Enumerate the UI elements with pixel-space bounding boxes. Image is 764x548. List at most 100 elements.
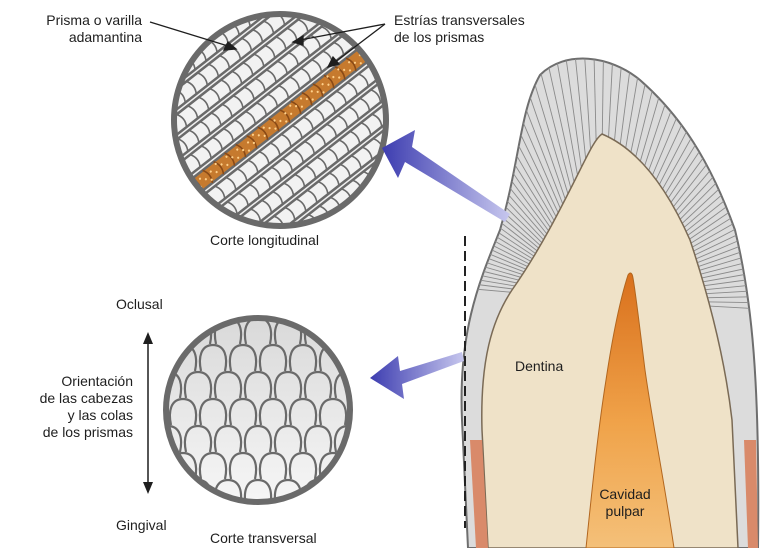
- cross-striation: [144, 139, 156, 153]
- cross-striation: [354, 203, 366, 217]
- label-transverse-section: Corte transversal: [210, 530, 317, 547]
- rod-texture-dot: [374, 39, 377, 42]
- occlusal-gingival-arrow: [143, 332, 153, 494]
- prism-keyhole: [350, 345, 376, 371]
- pointer-arrow-transverse: [370, 352, 464, 399]
- prism-keyhole: [335, 318, 361, 344]
- label-orientation-line-3: y las colas: [0, 407, 133, 424]
- cross-striation: [356, 24, 368, 38]
- cross-striation: [343, 8, 355, 22]
- cross-striation: [195, 23, 207, 37]
- label-pulp-line-1: Cavidad: [588, 486, 662, 503]
- cross-striation: [417, 103, 429, 117]
- label-enamel-rod-line-2: adamantina: [0, 29, 142, 46]
- cross-striation: [262, 0, 274, 9]
- label-pulp-line-2: pulpar: [588, 503, 662, 520]
- rod-texture-dot: [183, 192, 186, 195]
- cross-striation: [181, 186, 193, 200]
- cross-striation: [217, 5, 229, 19]
- label-pulp-cavity: Cavidad pulpar: [588, 486, 662, 520]
- prism-keyhole: [155, 480, 181, 506]
- cross-striation: [239, 0, 251, 2]
- cross-striation: [242, 265, 254, 279]
- cross-striation: [332, 220, 344, 234]
- cross-striation: [253, 256, 265, 270]
- cross-striation: [442, 134, 454, 148]
- cross-striation: [142, 114, 154, 128]
- rod-texture-dot: [380, 39, 383, 42]
- cross-striation: [254, 281, 266, 295]
- cross-striation: [321, 229, 333, 243]
- label-prism-orientation: Orientación de las cabezas y las colas d…: [0, 373, 133, 441]
- rod-texture-dot: [177, 191, 180, 194]
- cross-striation: [431, 143, 443, 157]
- cross-striation: [107, 91, 119, 105]
- label-cross-striations: Estrías transversales de los prismas: [394, 12, 525, 46]
- prism-keyhole: [155, 318, 181, 344]
- cross-striation: [368, 40, 380, 54]
- label-orientation-line-1: Orientación: [0, 373, 133, 390]
- rod-texture-dot: [363, 46, 366, 49]
- cross-striation: [265, 272, 277, 286]
- cross-striation: [273, 0, 285, 1]
- cross-striation: [131, 123, 143, 137]
- cross-striation: [230, 249, 242, 263]
- cross-striation: [430, 118, 442, 132]
- cross-striation: [395, 120, 407, 134]
- cross-striation: [206, 14, 218, 28]
- cross-striation: [380, 55, 392, 69]
- label-dentin: Dentina: [515, 358, 563, 375]
- cross-striation: [130, 99, 142, 113]
- cross-striation: [393, 71, 405, 85]
- label-orientation-line-2: de las cabezas: [0, 390, 133, 407]
- cross-striation: [228, 0, 240, 11]
- transverse-section-view: [155, 318, 376, 506]
- cross-striation: [119, 107, 131, 121]
- rod-texture-dot: [188, 184, 191, 187]
- cross-striation: [153, 106, 165, 120]
- cross-striation: [140, 66, 152, 80]
- rod-texture-dot: [369, 46, 372, 49]
- prism-keyhole: [350, 453, 376, 479]
- label-occlusal: Oclusal: [116, 296, 163, 313]
- cross-striation: [365, 194, 377, 208]
- cross-striation: [162, 48, 174, 62]
- cross-striation: [129, 74, 141, 88]
- cross-striation: [193, 202, 205, 216]
- cross-striation: [118, 83, 130, 97]
- cross-striation: [155, 130, 167, 144]
- prism-keyhole: [335, 480, 361, 506]
- cross-striation: [406, 111, 418, 125]
- cross-striation: [405, 87, 417, 101]
- label-longitudinal-section: Corte longitudinal: [210, 232, 319, 249]
- label-cross-striations-line-1: Estrías transversales: [394, 12, 525, 29]
- label-orientation-line-4: de los prismas: [0, 424, 133, 441]
- cross-striation: [297, 0, 309, 8]
- rod-texture-dot: [375, 47, 378, 50]
- cross-striation: [264, 248, 276, 262]
- label-enamel-rod: Prisma o varilla adamantina: [0, 12, 142, 46]
- prism-keyhole: [350, 399, 376, 425]
- cross-striation: [343, 212, 355, 226]
- cross-striation: [205, 218, 217, 232]
- cross-striation: [141, 90, 153, 104]
- cross-striation: [156, 155, 168, 169]
- cross-striation: [168, 170, 180, 184]
- cross-striation: [152, 81, 164, 95]
- rod-texture-dot: [189, 192, 192, 195]
- pointer-arrow-longitudinal: [382, 130, 510, 222]
- cross-striation: [387, 177, 399, 191]
- cross-striation: [419, 127, 431, 141]
- cross-striation: [320, 1, 332, 15]
- cross-striation: [151, 57, 163, 71]
- cross-striation: [276, 263, 288, 277]
- cross-striation: [394, 95, 406, 109]
- label-enamel-rod-line-1: Prisma o varilla: [0, 12, 142, 29]
- cross-striation: [287, 255, 299, 269]
- label-gingival: Gingival: [116, 517, 167, 534]
- label-cross-striations-line-2: de los prismas: [394, 29, 525, 46]
- cross-striation: [376, 186, 388, 200]
- cross-striation: [331, 0, 343, 6]
